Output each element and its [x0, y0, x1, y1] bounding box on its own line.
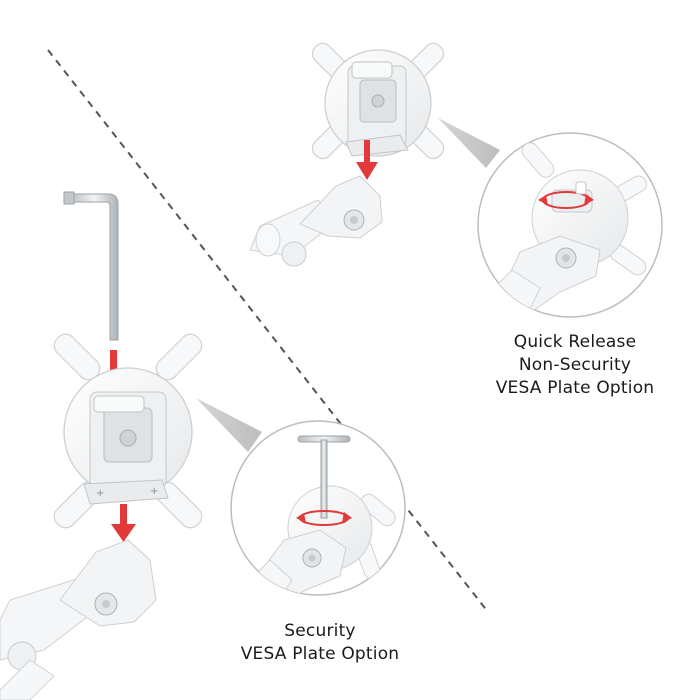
divider-line [47, 49, 489, 613]
vesa-plate-icon [311, 42, 445, 160]
hex-key-icon [63, 191, 119, 341]
svg-text:+: + [96, 488, 104, 499]
caption-line: Quick Release [513, 332, 637, 352]
callout-wedge [196, 398, 262, 452]
caption-line: VESA Plate Option [240, 644, 400, 664]
security-caption: Security VESA Plate Option [220, 620, 420, 666]
monitor-arm-icon [249, 175, 383, 267]
caption-line: Non-Security [518, 355, 632, 375]
quick-release-caption: Quick Release Non-Security VESA Plate Op… [470, 331, 680, 400]
callout-circle [230, 420, 406, 596]
down-arrow-icon [356, 140, 378, 180]
down-arrow-icon [111, 504, 136, 542]
quick-release-assembly [249, 42, 663, 318]
rotation-arrow-icon [538, 191, 594, 209]
caption-line: Security [284, 621, 356, 641]
callout-wedge [438, 118, 500, 168]
rotation-arrow-icon [296, 510, 352, 526]
callout-circle [477, 132, 663, 318]
caption-line: VESA Plate Option [495, 378, 655, 398]
svg-text:+: + [150, 486, 158, 497]
monitor-arm-icon [0, 539, 157, 700]
vesa-plate-icon: + + [53, 333, 203, 529]
hex-key-icon [297, 435, 351, 519]
